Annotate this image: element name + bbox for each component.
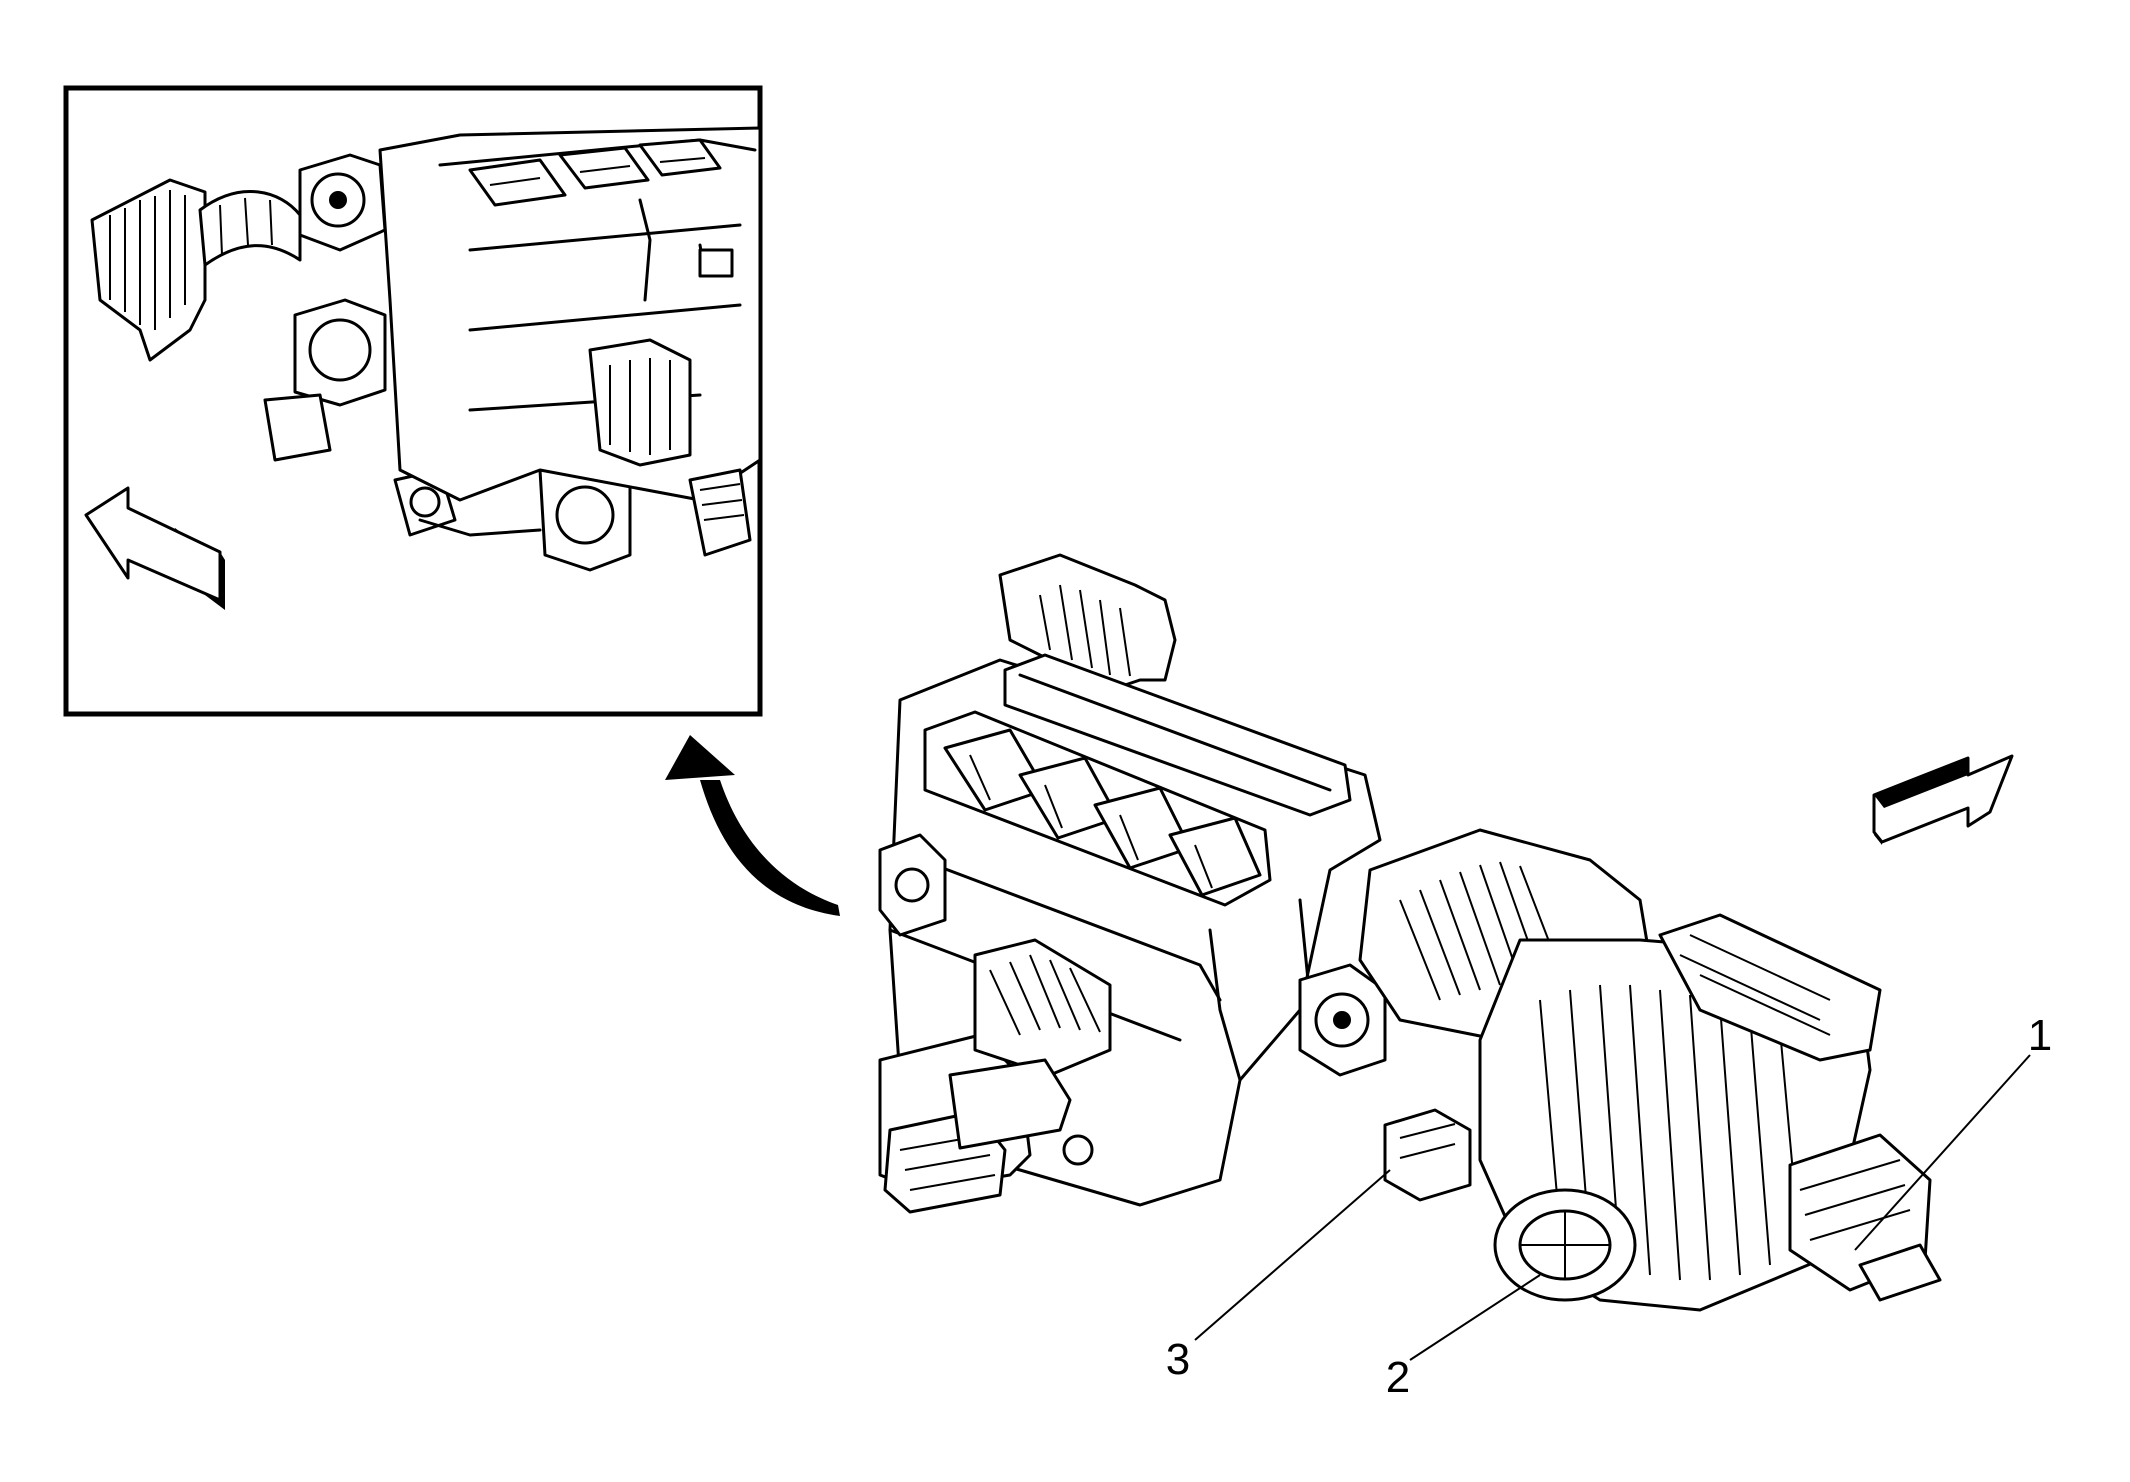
hvac-module-assembly [878,553,1942,1312]
curved-arrow-icon [665,735,840,916]
callout-1: 1 [1854,1011,2052,1251]
callout-2: 2 [1386,1274,1541,1402]
inset-actuators [263,153,632,572]
inset-housing [378,126,762,557]
inset-left-duct [90,178,302,362]
callout-2-label: 2 [1386,1353,1410,1402]
detail-inset [63,85,763,717]
callout-3-label: 3 [1166,1335,1190,1384]
callout-3: 3 [1166,1169,1391,1384]
arrow-left-icon [84,486,225,610]
callout-1-label: 1 [2028,1011,2052,1060]
arrow-right-icon [1872,754,2014,845]
